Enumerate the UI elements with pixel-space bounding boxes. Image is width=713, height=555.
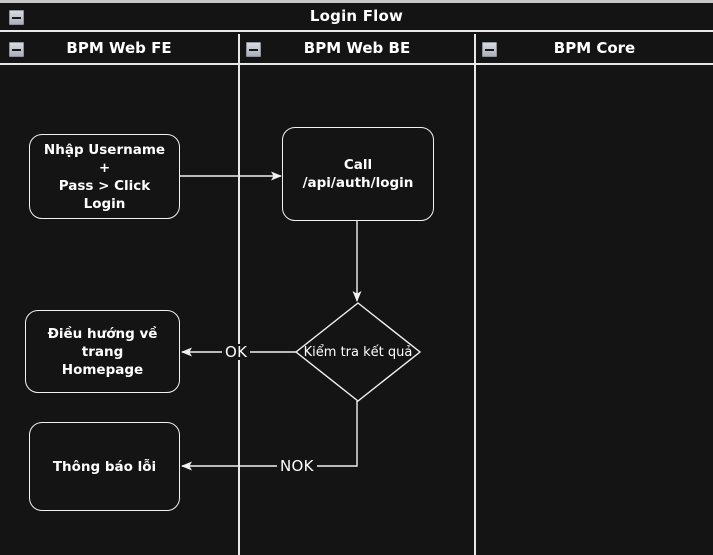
diamond-shape [294,302,422,402]
edge-check-to-error [181,401,358,471]
pool-collapse-minus-icon[interactable] [9,10,24,25]
lane-collapse-minus-icon-fe[interactable] [9,42,24,57]
node-call-login-api[interactable]: Call /api/auth/login [282,127,434,221]
node-show-error[interactable]: Thông báo lỗi [29,422,180,511]
lane-header-label-be: BPM Web BE [303,39,411,57]
lane-divider-be-core [474,34,476,555]
node-redirect-homepage[interactable]: Điều hướng về trang Homepage [25,310,180,393]
node-check-result[interactable]: Kiểm tra kết quả [294,302,422,402]
lane-divider-fe-be [238,34,240,555]
edge-label-nok: NOK [277,458,317,474]
lane-collapse-minus-icon-core[interactable] [482,42,497,57]
lane-header-label-core: BPM Core [553,39,636,57]
pool-title-label: Login Flow [309,7,404,25]
lane-header-core: BPM Core [476,34,713,65]
lane-header-be: BPM Web BE [240,34,474,65]
lane-header-label-fe: BPM Web FE [66,39,172,57]
lane-collapse-minus-icon-be[interactable] [246,42,261,57]
pool-title-bar: Login Flow [0,3,713,32]
lane-header-fe: BPM Web FE [0,34,238,65]
node-input-credentials[interactable]: Nhập Username + Pass > Click Login [29,134,180,219]
edge-label-ok: OK [222,344,251,360]
